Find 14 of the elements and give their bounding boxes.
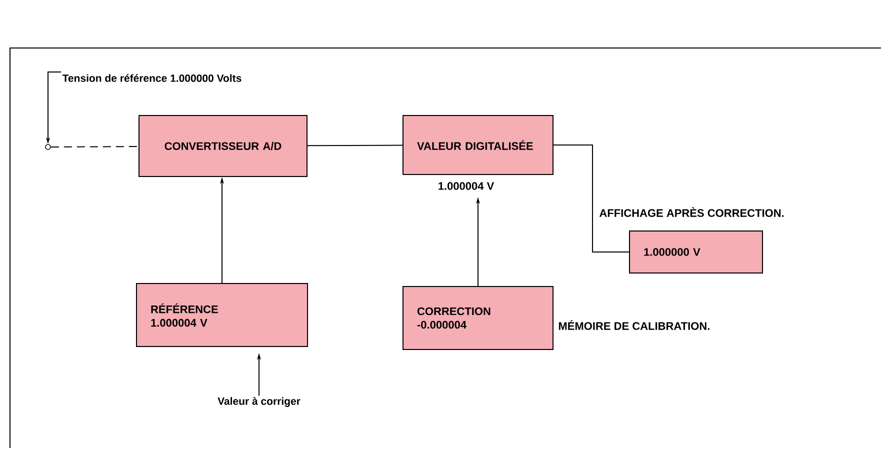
process-box: RÉFÉRENCE 1.000004 V <box>136 283 308 347</box>
process-box: 1.000000 V <box>629 230 763 274</box>
connector <box>307 144 403 146</box>
annotation: MÉMOIRE DE CALIBRATION. <box>558 320 710 330</box>
connector <box>50 146 139 148</box>
annotation: AFFICHAGE APRÈS CORRECTION. <box>599 207 784 217</box>
process-box: VALEUR DIGITALISÉE <box>402 115 554 175</box>
input-terminal <box>45 144 51 150</box>
process-box: CORRECTION -0.000004 <box>402 286 554 350</box>
input-label: Tension de référence 1.000000 Volts <box>62 74 242 82</box>
input-label: Valeur à corriger <box>218 397 300 407</box>
annotation: 1.000004 V <box>438 182 494 190</box>
process-box: CONVERTISSEUR A/D <box>138 115 308 177</box>
connector <box>553 144 630 252</box>
